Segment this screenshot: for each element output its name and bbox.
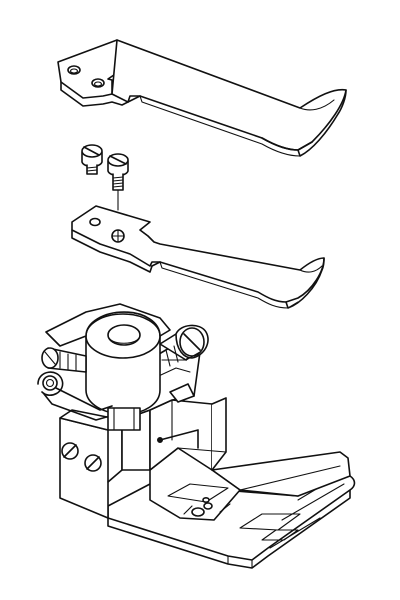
guide-plate-lower	[71, 205, 325, 309]
guide-plate-upper	[57, 39, 347, 157]
bar-hole	[107, 324, 141, 346]
mounting-screw-left	[81, 144, 103, 175]
needle-hole	[191, 507, 205, 517]
presser-foot-assembly	[37, 303, 356, 569]
front-block	[59, 417, 109, 519]
mounting-screw-right	[107, 153, 129, 211]
